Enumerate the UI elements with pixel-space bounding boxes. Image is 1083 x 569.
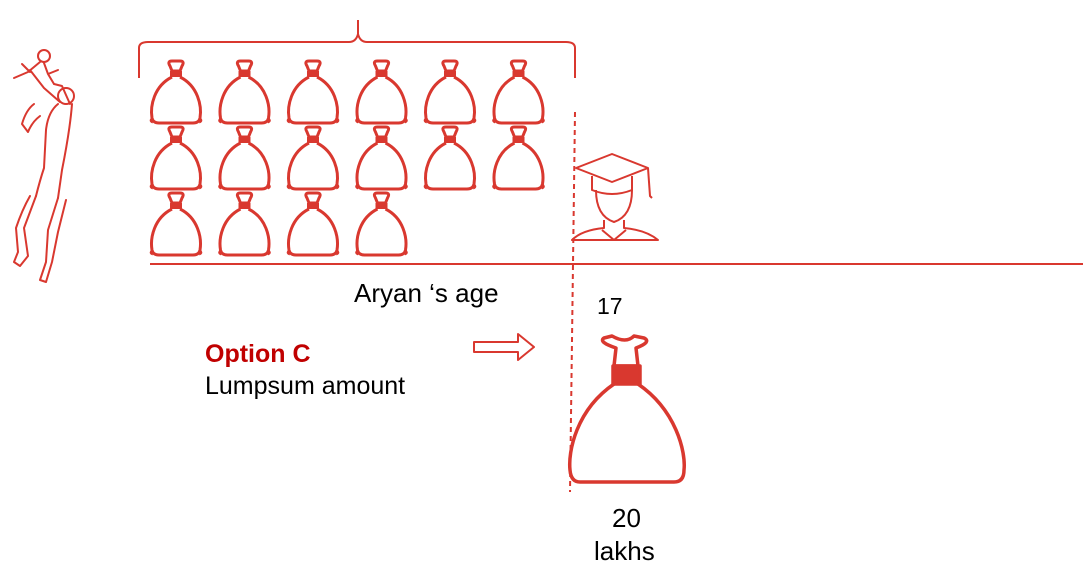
age-marker-value: 17 [597, 293, 623, 319]
money-bag-icon [492, 59, 545, 125]
money-bag-icon [355, 191, 408, 257]
money-bag-icon [218, 191, 271, 257]
installments-brace [138, 20, 576, 78]
money-bag-icon [149, 59, 203, 125]
money-bag-icon [286, 59, 340, 125]
lumpsum-amount: 20 [612, 503, 641, 533]
money-bag-icon [218, 59, 271, 125]
parent-with-child-icon [13, 49, 75, 283]
money-bag-icon [492, 125, 545, 191]
money-bag-icon [149, 191, 203, 257]
age-marker-line [569, 111, 576, 493]
money-bag-icon [423, 59, 477, 125]
money-bag-icon [355, 125, 408, 191]
option-title: Option C [205, 340, 311, 368]
graduate-icon [571, 153, 659, 241]
installment-bags [149, 59, 545, 257]
lumpsum-unit: lakhs [594, 536, 655, 566]
money-bag-icon [355, 59, 408, 125]
money-bag-icon [423, 125, 477, 191]
money-bag-icon [286, 125, 340, 191]
lumpsum-bag-icon [567, 334, 686, 484]
timeline-axis-label: Aryan ‘s age [354, 278, 499, 308]
money-bag-icon [149, 125, 203, 191]
money-bag-icon [218, 125, 271, 191]
option-subtitle: Lumpsum amount [205, 372, 406, 400]
right-arrow-icon [473, 333, 535, 361]
money-bag-icon [286, 191, 340, 257]
